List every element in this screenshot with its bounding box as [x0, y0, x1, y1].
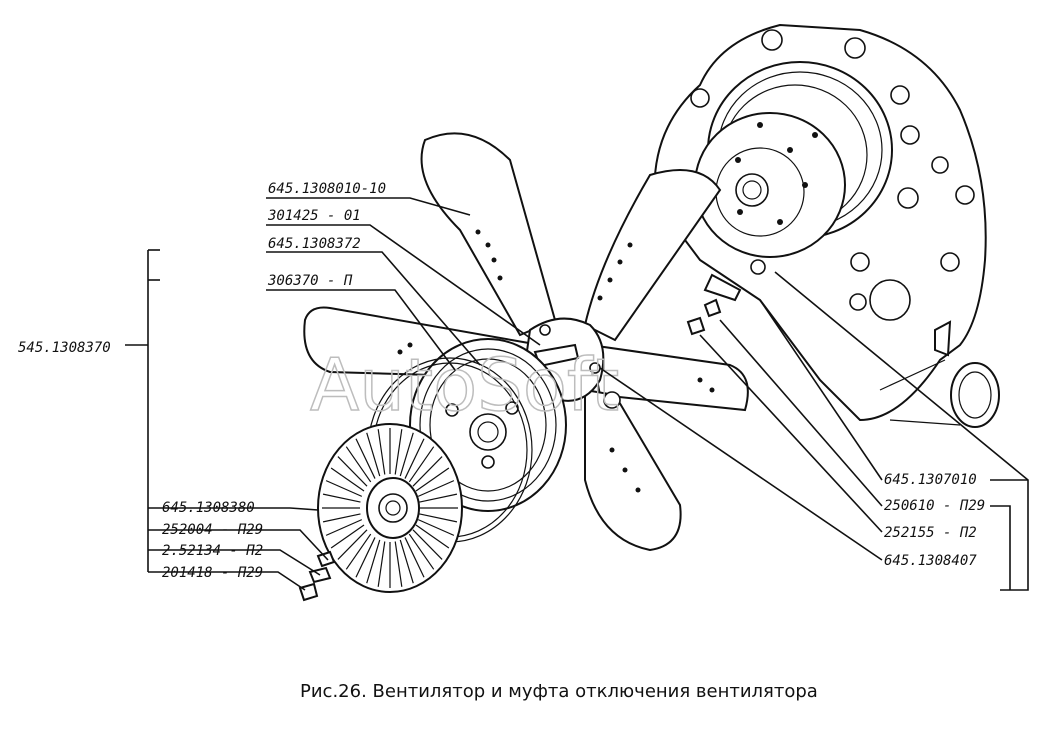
cooling-fin [399, 432, 414, 477]
cooling-fin [330, 524, 365, 549]
blade-rivets [397, 229, 715, 493]
label-1308407: 645.1308407 [884, 553, 977, 569]
cooling-fin [415, 467, 450, 492]
cooling-fin [337, 529, 368, 560]
cooling-fin [417, 480, 455, 497]
cooling-fin [345, 533, 372, 570]
cooling-fin [419, 513, 458, 523]
cooling-fin [412, 529, 443, 560]
label-252004: 252004 - П29 [162, 522, 263, 538]
figure-caption: Рис.26. Вентилятор и муфта отключения ве… [300, 681, 818, 702]
cooling-fin [404, 537, 425, 578]
cooling-fin [399, 539, 414, 584]
cooling-fin [337, 456, 368, 487]
cooling-fin [394, 429, 403, 475]
cooling-fin [408, 533, 435, 570]
cooling-fin [325, 480, 363, 497]
cooling-fin [325, 519, 363, 536]
label-1308372: 645.1308372 [268, 236, 361, 252]
pump-pulley [694, 61, 893, 275]
cooling-fin [394, 541, 403, 587]
cooling-fin [415, 524, 450, 549]
cooling-fin [419, 493, 458, 503]
cooling-fin [377, 429, 386, 475]
label-250610: 250610 - П29 [884, 498, 985, 514]
cooling-fin [322, 493, 361, 503]
cooling-fin [366, 432, 381, 477]
leader-lines [125, 197, 1029, 591]
cooling-fin [322, 513, 361, 523]
cooling-fin [377, 541, 386, 587]
cooling-fin [330, 467, 365, 492]
label-201418: 201418 - П29 [162, 565, 263, 581]
fan-impeller [303, 132, 749, 552]
cooling-fin [345, 446, 372, 483]
label-252134: 2.52134 - П2 [162, 543, 263, 559]
cooling-fin [412, 456, 443, 487]
cooling-fin [355, 537, 376, 578]
cooling-fin [355, 438, 376, 479]
clutch-front-cover [317, 423, 463, 593]
cooling-fin [404, 438, 425, 479]
cooling-fin [366, 539, 381, 584]
label-306370: 306370 - П [267, 273, 353, 289]
cooling-fin [417, 519, 455, 536]
part-labels: 645.1308010-10 301425 - 01 645.1308372 3… [18, 181, 985, 581]
cooling-fin [408, 446, 435, 483]
label-pump-1307010: 645.1307010 [884, 472, 977, 488]
label-1308380: 645.1308380 [162, 500, 255, 516]
label-fan-assembly: 645.1308010-10 [268, 181, 386, 197]
watermark: AutoSoft [310, 343, 619, 427]
label-252155: 252155 - П2 [884, 525, 977, 541]
label-301425: 301425 - 01 [267, 208, 361, 224]
label-clutch-assembly: 545.1308370 [18, 340, 111, 356]
